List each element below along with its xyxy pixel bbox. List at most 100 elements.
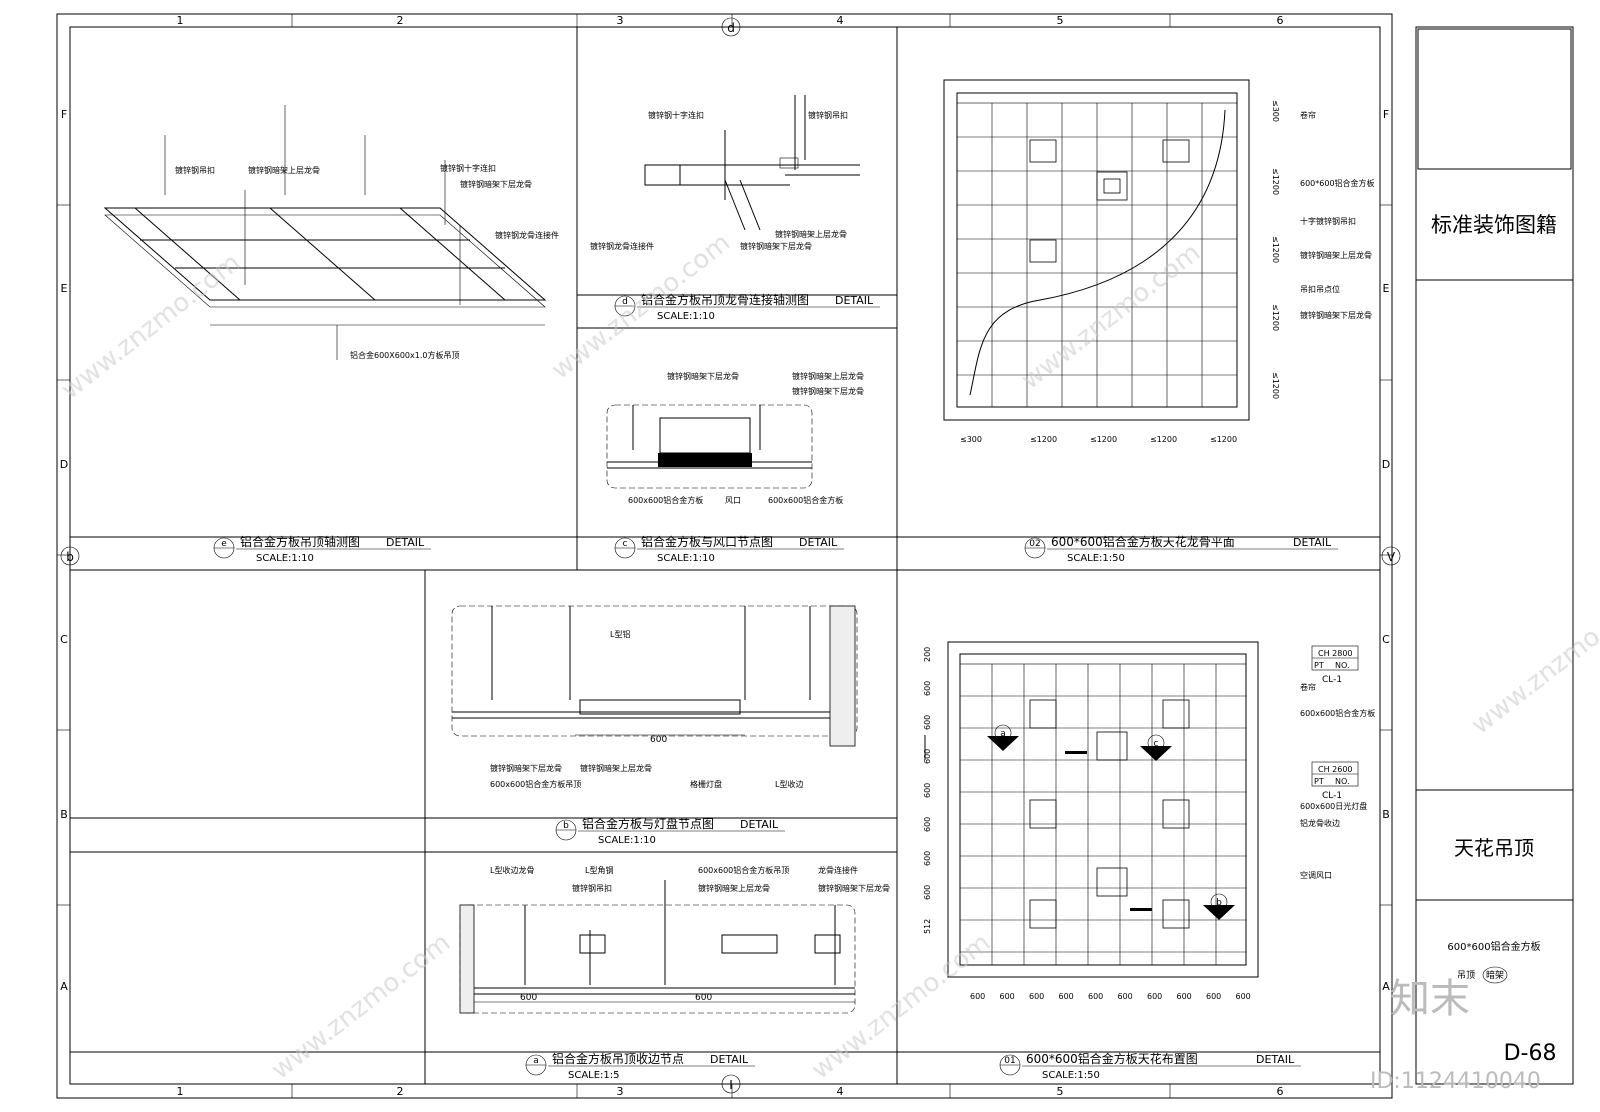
detail-b-tag: DETAIL: [740, 818, 779, 831]
detail-d-title: 铝合金方板吊顶龙骨连接轴测图: [641, 292, 809, 307]
grid-row-label-right: D: [1382, 458, 1390, 471]
plan-01-dim-left: 600: [923, 783, 932, 798]
section-callout-letter: c: [1154, 739, 1159, 749]
detail-b-ref: b: [563, 821, 569, 831]
title-block-subtitle: 600*600铝合金方板: [1447, 940, 1540, 953]
plan-02-dim-right: ≤1200: [1271, 304, 1280, 331]
detail-d-ref: d: [622, 297, 628, 307]
label-b: 镀锌钢暗架上层龙骨: [580, 763, 652, 773]
grid-col-label-top: 1: [177, 14, 184, 27]
marker-d-circle: [721, 17, 741, 37]
detail-d-scale: SCALE:1:10: [657, 311, 715, 322]
label-a: 600x600铝合金方板吊顶: [698, 865, 789, 875]
grid-column-ticks: [291, 14, 1171, 1098]
detail-p02-scale: SCALE:1:50: [1067, 553, 1125, 564]
plan-01-dim-bottom: 600: [1118, 992, 1133, 1001]
grid-col-label-top: 5: [1057, 14, 1064, 27]
title-block-tag-circle: [1482, 966, 1508, 984]
ceiling-height-text: CH 2600: [1318, 765, 1353, 774]
title-block-tag-2: 暗架: [1486, 969, 1504, 981]
label-c: 镀锌钢暗架下层龙骨: [792, 386, 864, 396]
plan-02-dim-bottom: ≤1200: [1090, 435, 1117, 444]
section-callout-letter: a: [1000, 729, 1006, 739]
label-a: L型角钢: [585, 865, 613, 875]
plan-01-dim-bottom: 600: [1147, 992, 1162, 1001]
title-block-sheet-title: 天花吊顶: [1454, 836, 1534, 860]
grid-row-label-left: C: [60, 633, 68, 646]
label-p01: 600x600日光灯盘: [1300, 801, 1367, 811]
title-block-tag-1: 吊顶: [1457, 970, 1475, 981]
ceiling-tag-code: CL-1: [1322, 791, 1342, 801]
label-b: 600x600铝合金方板吊顶: [490, 779, 581, 789]
marker-i-circle: [721, 1074, 741, 1094]
marker-i: I: [729, 1078, 733, 1092]
label-c: 镀锌钢暗架上层龙骨: [792, 371, 864, 381]
plan-01-dim-bottom: 600: [1206, 992, 1221, 1001]
detail-b-scale: SCALE:1:10: [598, 835, 656, 846]
label-p02: 600*600铝合金方板: [1300, 178, 1375, 188]
inner-frame: [69, 26, 1381, 1085]
plan-01-dim-left: 600: [923, 851, 932, 866]
detail-a-title: 铝合金方板吊顶收边节点: [552, 1051, 684, 1066]
plan-01-dim-bottom: 600: [1088, 992, 1103, 1001]
detail-a-scale: SCALE:1:5: [568, 1070, 620, 1081]
label-d: 镀锌钢龙骨连接件: [590, 241, 654, 251]
watermark-site-3: www.znzmo.com: [1016, 238, 1206, 396]
grid-row-label-left: D: [60, 458, 68, 471]
label-e: 镀锌钢吊扣: [175, 165, 215, 175]
plan-02-dim-right: ≤1200: [1271, 236, 1280, 263]
detail-c-labels: 镀锌钢暗架下层龙骨镀锌钢暗架上层龙骨镀锌钢暗架下层龙骨600x600铝合金方板风…: [628, 371, 864, 505]
plan-01-dim-bottom: 600: [1059, 992, 1074, 1001]
label-e: 镀锌钢十字连扣: [440, 163, 496, 173]
watermark-site-5: www.znzmo.com: [806, 928, 996, 1086]
detail-a-tag: DETAIL: [710, 1053, 749, 1066]
title-block-logo-box: [1417, 28, 1572, 170]
plan-02-dim-right: ≤300: [1271, 100, 1280, 122]
detail-p02-tag: DETAIL: [1293, 536, 1332, 549]
detail-e-drawing: [103, 105, 547, 360]
label-p02: 吊扣吊点位: [1300, 284, 1340, 294]
ceiling-tag-pt: PT: [1314, 777, 1324, 786]
title-block-collection: 标准装饰图籍: [1431, 213, 1557, 237]
marker-b-circle: [60, 546, 80, 566]
grid-col-label-bottom: 5: [1057, 1085, 1064, 1098]
outer-frame: [56, 13, 1393, 1099]
plan-01-dim-left: 600: [923, 885, 932, 900]
detail-e-scale: SCALE:1:10: [256, 553, 314, 564]
detail-e-title: 铝合金方板吊顶轴测图: [240, 534, 360, 549]
section-callout-letter: b: [1216, 898, 1222, 908]
label-e: 镀锌钢暗架下层龙骨: [460, 179, 532, 189]
detail-c-title: 铝合金方板与风口节点图: [641, 534, 773, 549]
plan-01-dim-bottom: 600: [1000, 992, 1015, 1001]
plan-01-dim-left: 600: [923, 817, 932, 832]
label-p02: 十字镀锌钢吊扣: [1300, 216, 1356, 226]
plan-02-dim-right: ≤1200: [1271, 168, 1280, 195]
detail-p01-scale: SCALE:1:50: [1042, 1070, 1100, 1081]
plan-01-dim-left: 600: [923, 715, 932, 730]
ceiling-height-text: CH 2800: [1318, 649, 1353, 658]
detail-d-drawing: [644, 95, 860, 231]
label-c: 风口: [725, 496, 741, 505]
marker-v: V: [1387, 550, 1396, 564]
plan-02-drawing: [943, 79, 1250, 421]
grid-row-label-right: C: [1382, 633, 1390, 646]
detail-a-dim: 600: [695, 993, 712, 1003]
plan-01-dim-left: 600: [923, 749, 932, 764]
ceiling-tag-pt: PT: [1314, 661, 1324, 670]
title-block-sheet-no: D-68: [1504, 1041, 1557, 1066]
detail-e-ref: e: [221, 539, 227, 549]
detail-a-dim: 600: [520, 993, 537, 1003]
label-a: 镀锌钢暗架下层龙骨: [818, 883, 890, 893]
detail-c-scale: SCALE:1:10: [657, 553, 715, 564]
label-e: 镀锌钢龙骨连接件: [495, 230, 559, 240]
ceiling-tag-no: NO.: [1335, 661, 1350, 670]
grid-row-label-left: B: [60, 808, 68, 821]
label-c: 镀锌钢暗架下层龙骨: [667, 371, 739, 381]
grid-row-label-right: E: [1383, 282, 1390, 295]
